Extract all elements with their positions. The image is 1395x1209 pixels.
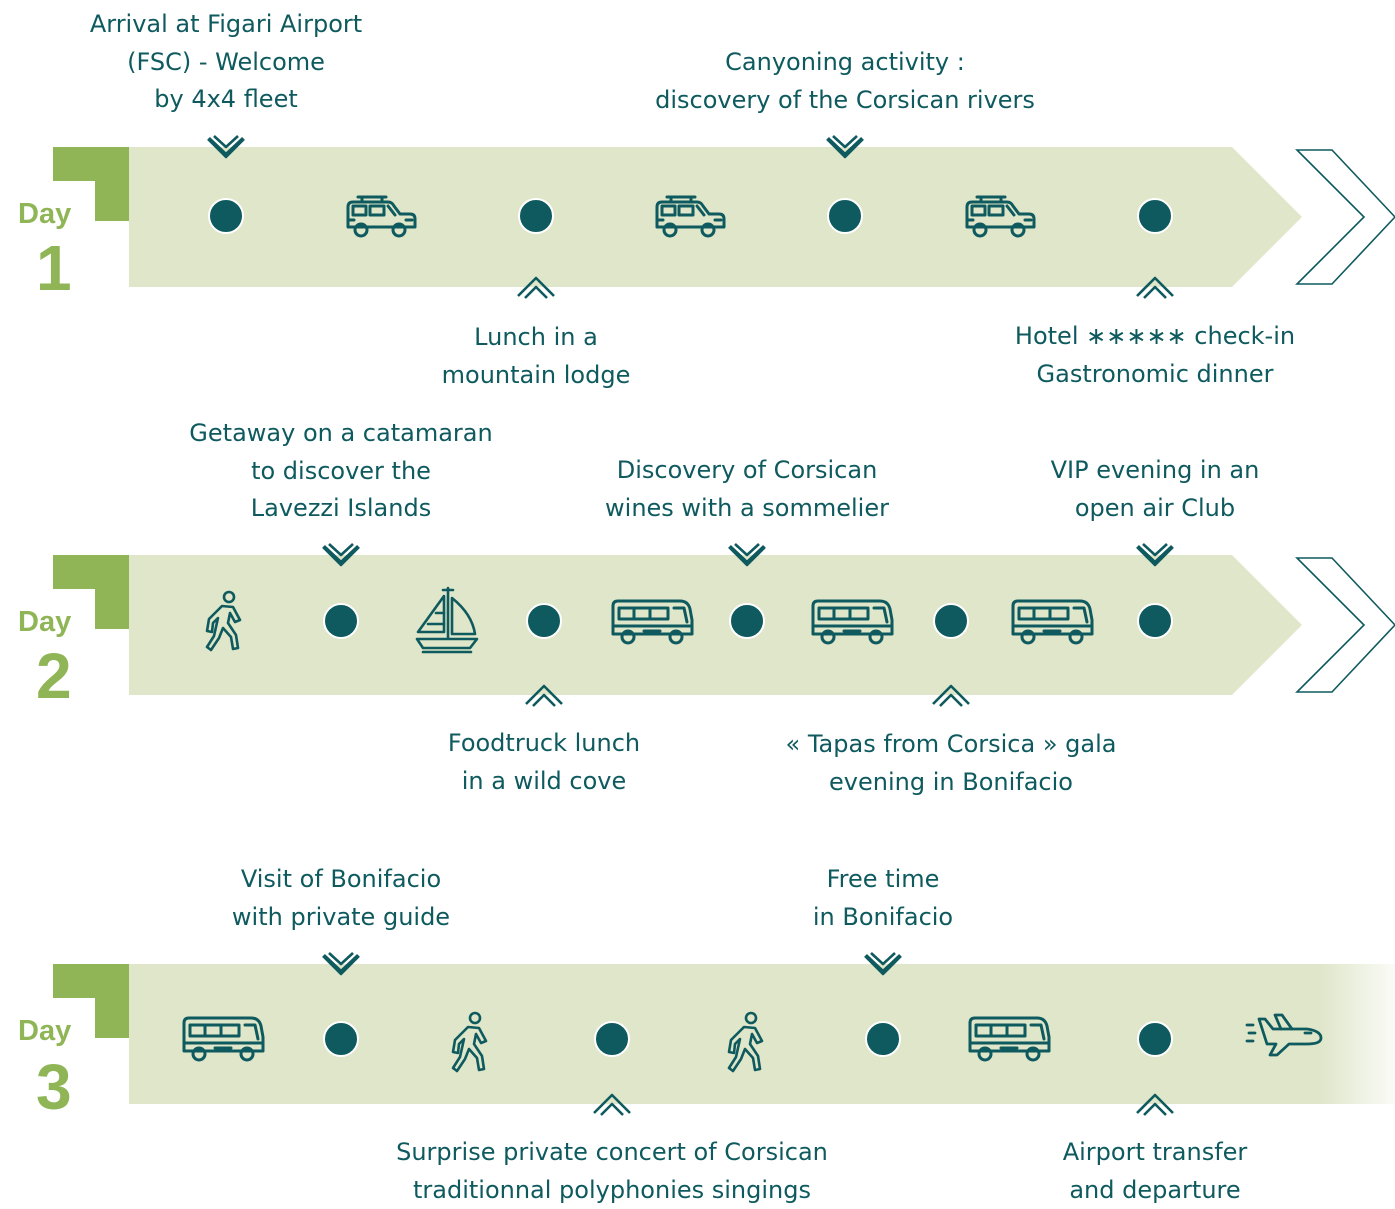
- note-line: to discover the: [251, 456, 431, 485]
- day-2-next-arrow-icon: [1295, 557, 1395, 693]
- 4x4-icon: [344, 193, 418, 239]
- day-1-stop-dot: [208, 198, 244, 234]
- note-line: Hotel ∗∗∗∗∗ check-in: [1014, 322, 1296, 350]
- day-2-note-vip: VIP evening in an open air Club: [1051, 452, 1260, 527]
- chevron-up-icon: [524, 682, 564, 710]
- day-1-next-arrow-icon: [1295, 149, 1395, 285]
- chevron-down-icon: [321, 541, 361, 569]
- day-3-stop-dot: [323, 1021, 359, 1057]
- day-1-label: Day: [18, 198, 72, 230]
- note-line: (FSC) - Welcome: [127, 47, 325, 76]
- bus-icon: [1010, 598, 1094, 646]
- note-line: « Tapas from Corsica » gala: [785, 730, 1117, 758]
- day-3-corner-mark: [53, 964, 129, 1038]
- day-3-note-airport: Airport transfer and departure: [1063, 1134, 1248, 1209]
- day-1-stop-dot: [1137, 198, 1173, 234]
- day-2-timeline-band: [129, 555, 1395, 695]
- chevron-down-icon: [825, 133, 865, 161]
- day-3-note-free-time: Free time in Bonifacio: [813, 861, 953, 936]
- note-line: wines with a sommelier: [605, 493, 889, 522]
- note-line: in a wild cove: [461, 766, 627, 795]
- day-3-note-concert: Surprise private concert of Corsican tra…: [396, 1134, 828, 1209]
- chevron-down-icon: [727, 541, 767, 569]
- day-2-note-tapas: « Tapas from Corsica » gala evening in B…: [786, 726, 1117, 801]
- day-2-stop-dot: [526, 603, 562, 639]
- chevron-down-icon: [863, 950, 903, 978]
- note-line: traditionnal polyphonies singings: [412, 1175, 811, 1204]
- day-3-stop-dot: [1137, 1021, 1173, 1057]
- note-line: VIP evening in an: [1050, 456, 1260, 484]
- note-line: Lunch in a: [474, 323, 598, 351]
- chevron-down-icon: [321, 950, 361, 978]
- note-line: Free time: [826, 865, 940, 893]
- day-1-timeline-band: [129, 147, 1395, 287]
- plane-icon: [1245, 1011, 1325, 1057]
- chevron-up-icon: [1135, 1091, 1175, 1119]
- day-2-stop-dot: [323, 603, 359, 639]
- note-line: Visit of Bonifacio: [240, 865, 442, 893]
- day-1-note-hotel: Hotel ∗∗∗∗∗ check-in Gastronomic dinner: [1015, 318, 1295, 393]
- day-3-label: Day: [18, 1015, 72, 1047]
- chevron-up-icon: [592, 1091, 632, 1119]
- note-line: and departure: [1069, 1175, 1241, 1204]
- day-1-note-arrival: Arrival at Figari Airport (FSC) - Welcom…: [90, 6, 362, 119]
- note-line: Arrival at Figari Airport: [89, 10, 363, 38]
- day-2-label: Day: [18, 606, 72, 638]
- sailboat-icon: [415, 586, 479, 654]
- day-2-number: 2: [36, 640, 72, 712]
- walk-icon: [724, 1011, 768, 1073]
- note-line: Lavezzi Islands: [250, 494, 432, 522]
- day-2-stop-dot: [933, 603, 969, 639]
- walk-icon: [448, 1011, 492, 1073]
- day-1-stop-dot: [518, 198, 554, 234]
- day-1-stop-dot: [827, 198, 863, 234]
- day-1-number: 1: [36, 232, 72, 304]
- note-line: by 4x4 fleet: [154, 85, 298, 113]
- chevron-down-icon: [1135, 541, 1175, 569]
- chevron-up-icon: [1135, 274, 1175, 302]
- 4x4-icon: [653, 193, 727, 239]
- chevron-up-icon: [516, 274, 556, 302]
- note-line: evening in Bonifacio: [829, 767, 1073, 796]
- 4x4-icon: [963, 193, 1037, 239]
- bus-icon: [810, 598, 894, 646]
- chevron-down-icon: [206, 133, 246, 161]
- note-line: Foodtruck lunch: [447, 729, 641, 757]
- day-3-note-visit: Visit of Bonifacio with private guide: [232, 861, 450, 936]
- day-2-note-foodtruck: Foodtruck lunch in a wild cove: [448, 725, 640, 800]
- day-2-note-catamaran: Getaway on a catamaran to discover the L…: [189, 415, 492, 528]
- chevron-up-icon: [931, 682, 971, 710]
- day-3-stop-dot: [865, 1021, 901, 1057]
- note-line: open air Club: [1074, 493, 1236, 522]
- note-line: in Bonifacio: [812, 902, 954, 931]
- note-line: Getaway on a catamaran: [189, 419, 493, 447]
- day-2-stop-dot: [1137, 603, 1173, 639]
- bus-icon: [967, 1015, 1051, 1063]
- note-line: Airport transfer: [1062, 1138, 1248, 1166]
- bus-icon: [610, 598, 694, 646]
- day-3-stop-dot: [594, 1021, 630, 1057]
- note-line: Canyoning activity :: [725, 48, 965, 76]
- note-line: Discovery of Corsican: [616, 456, 878, 484]
- note-line: Surprise private concert of Corsican: [396, 1138, 828, 1166]
- day-1-corner-mark: [53, 147, 129, 221]
- day-2-corner-mark: [53, 555, 129, 629]
- day-2-stop-dot: [729, 603, 765, 639]
- bus-icon: [181, 1015, 265, 1063]
- note-line: discovery of the Corsican rivers: [655, 85, 1035, 114]
- note-line: with private guide: [231, 902, 451, 931]
- walk-icon: [202, 590, 246, 652]
- note-line: mountain lodge: [441, 360, 631, 389]
- day-3-number: 3: [36, 1051, 72, 1123]
- note-line: Gastronomic dinner: [1036, 359, 1274, 388]
- day-1-note-lunch: Lunch in a mountain lodge: [442, 319, 631, 394]
- day-1-note-canyoning: Canyoning activity : discovery of the Co…: [655, 44, 1035, 119]
- day-2-note-wines: Discovery of Corsican wines with a somme…: [605, 452, 889, 527]
